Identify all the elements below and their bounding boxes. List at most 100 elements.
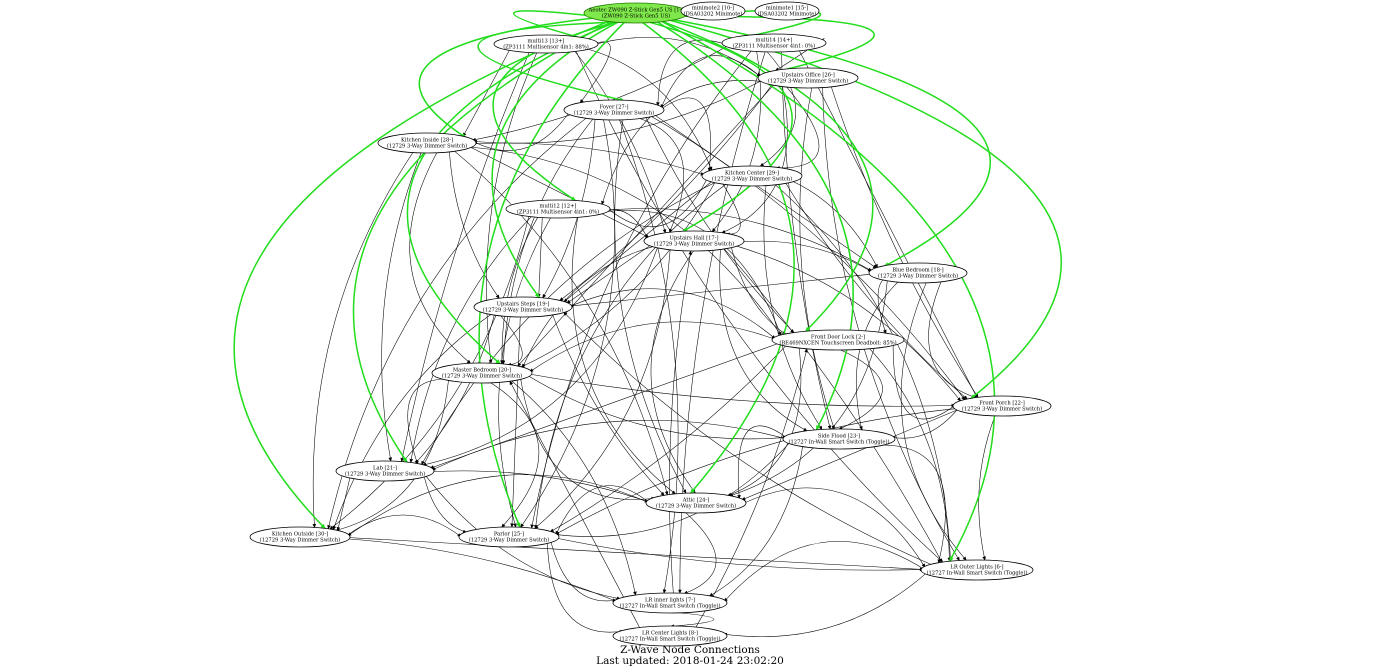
node-lro: LR Outer Lights [6-](12727 In-Wall Smart… bbox=[920, 559, 1034, 581]
node-label-fp-line2: (12729 3-Way Dimmer Switch) bbox=[962, 405, 1042, 412]
node-mb: Master Bedroom [20-](12729 3-Way Dimmer … bbox=[431, 362, 533, 384]
association-edge-kc-ups bbox=[563, 180, 714, 303]
node-ups: Upstairs Steps [19-](12729 3-Way Dimmer … bbox=[473, 296, 573, 318]
node-label-uph-line2: (12729 3-Way Dimmer Switch) bbox=[654, 240, 734, 247]
association-edge-attic-parlor bbox=[555, 485, 652, 536]
node-ellipse-mm1 bbox=[754, 1, 820, 21]
node-label-upo-line1: Upstairs Office [26-] bbox=[781, 72, 835, 78]
node-fdl: Front Door Lock [2-](BE469NXCEN Touchscr… bbox=[771, 329, 905, 351]
association-edge-kin-mb bbox=[409, 151, 472, 365]
association-edge-upo-mb bbox=[516, 83, 775, 367]
association-edge-ups-parlor bbox=[511, 315, 521, 528]
association-edge-uph-parlor bbox=[534, 248, 671, 530]
node-kin: Kitchen Inside [28-](12729 3-Way Dimmer … bbox=[377, 132, 477, 154]
arrowhead-m14-uph bbox=[711, 228, 716, 233]
node-label-sf-line1: Side Flood [23-] bbox=[818, 433, 860, 439]
arrowhead-kin-mb bbox=[466, 359, 471, 364]
association-edge-uph-mb bbox=[522, 245, 656, 369]
arrowhead-ups-ko bbox=[332, 525, 337, 531]
node-m13: multi13 [13+](ZP3111 Multisensor 4in1: 8… bbox=[493, 34, 599, 54]
association-edge-bb-ups bbox=[569, 273, 875, 307]
association-edge-fdl-sf bbox=[838, 348, 883, 430]
arrowhead-foyer-parlor bbox=[520, 523, 525, 528]
association-edge-uph-attic bbox=[650, 249, 696, 494]
association-edge-controller-ctrl-kin bbox=[418, 17, 597, 139]
association-edge-fdl-lro bbox=[868, 347, 950, 562]
node-ellipse-upo bbox=[757, 67, 859, 89]
arrowhead-foyer-lri bbox=[662, 589, 667, 594]
node-label-m13-line2: (ZP3111 Multisensor 4in1: 88%) bbox=[503, 43, 589, 50]
node-sf: Side Flood [23-](12727 In-Wall Smart Swi… bbox=[782, 428, 896, 450]
association-edge-kc-m12 bbox=[606, 177, 708, 228]
node-label-parlor-line2: (12729 3-Way Dimmer Switch) bbox=[469, 536, 549, 543]
association-edge-kc-uph bbox=[721, 182, 741, 235]
association-edge-m13-lab bbox=[401, 51, 530, 463]
node-label-foyer-line2: (12729 3-Way Dimmer Switch) bbox=[574, 109, 654, 116]
association-edge-foyer-attic bbox=[614, 118, 687, 494]
arrowhead-upo-lro bbox=[956, 556, 960, 561]
association-edge-foyer-kin bbox=[472, 111, 570, 151]
association-edge-mb-lri bbox=[510, 379, 636, 596]
association-edge-m13-uph bbox=[573, 50, 666, 234]
node-ellipse-ko bbox=[249, 526, 351, 548]
node-label-mm1-line1: minimote1 [15-] bbox=[766, 5, 808, 11]
node-ellipse-uph bbox=[643, 230, 745, 252]
association-edge-controller-ctrl-parlor bbox=[478, 21, 626, 529]
node-ellipse-fdl bbox=[771, 329, 905, 351]
association-edge-mb-fp bbox=[526, 373, 956, 407]
arrowhead-m14-sf bbox=[827, 425, 832, 430]
arrowhead-ctrl-parlor bbox=[516, 522, 521, 528]
association-edge-controller-ctrl-foyer bbox=[477, 21, 626, 102]
association-edge-parlor-lrc bbox=[547, 541, 624, 633]
node-label-lri-line2: (12727 In-Wall Smart Switch (Toggle)) bbox=[619, 602, 720, 609]
arrowhead-lrc-mb bbox=[509, 380, 514, 386]
association-edge-bb-lro bbox=[900, 281, 967, 561]
association-edge-foyer-ko bbox=[327, 117, 588, 530]
association-edge-uph-lab bbox=[422, 246, 659, 466]
node-label-attic-line2: (12729 3-Way Dimmer Switch) bbox=[656, 502, 736, 509]
node-label-m13-line1: multi13 [13+] bbox=[528, 38, 565, 44]
node-label-ko-line2: (12729 3-Way Dimmer Switch) bbox=[260, 536, 340, 543]
node-label-mm2-line1: minimote2 [10-] bbox=[692, 5, 734, 11]
association-edge-upo-foyer bbox=[660, 55, 764, 109]
node-ellipse-lrc bbox=[612, 625, 728, 647]
arrowhead-m12-ko bbox=[329, 525, 334, 530]
node-label-upo-line2: (12729 3-Way Dimmer Switch) bbox=[768, 77, 848, 84]
arrowhead-ctrl-lab bbox=[402, 457, 408, 463]
association-edge-upo-ups bbox=[559, 83, 774, 302]
arrowhead-bb-lro bbox=[962, 556, 967, 561]
node-label-mb-line1: Master Bedroom [20-] bbox=[453, 367, 511, 373]
last-updated-label: Last updated: 2018-01-24 23:02:20 bbox=[596, 655, 784, 667]
association-edge-mb-attic bbox=[520, 377, 656, 500]
node-label-ctrl-line1: Aeotec ZW090 Z-Stick Gen5 US [1-] bbox=[588, 7, 684, 13]
association-edge-ups-lab bbox=[414, 313, 495, 464]
association-edge-controller-ctrl-ups bbox=[491, 20, 620, 299]
arrowhead-m14-kc bbox=[759, 162, 765, 167]
association-edge-kc-fp bbox=[784, 181, 968, 400]
node-label-ups-line1: Upstairs Steps [19-] bbox=[497, 301, 550, 307]
association-edge-lri-uph bbox=[669, 250, 692, 595]
node-label-fdl-line1: Front Door Lock [2-] bbox=[811, 334, 865, 340]
arrowhead-ups-attic bbox=[660, 491, 665, 496]
arrowhead-m13-mb bbox=[488, 359, 493, 364]
arrowhead-m14-lri bbox=[678, 589, 682, 594]
association-edge-m12-ups bbox=[538, 216, 543, 299]
node-label-attic-line1: Attic [24-] bbox=[682, 497, 709, 503]
node-ellipse-sf bbox=[782, 428, 896, 450]
association-edge-uph-fdl bbox=[730, 246, 787, 335]
association-edge-uph-ups bbox=[566, 243, 653, 304]
association-edge-controller-ctrl-lab bbox=[352, 20, 614, 464]
arrowhead-lri-uph bbox=[688, 250, 692, 255]
association-edge-foyer-parlor bbox=[520, 118, 615, 528]
association-edge-lab-parlor bbox=[423, 475, 468, 533]
association-edge-lab-ko bbox=[337, 476, 351, 532]
node-label-m14-line2: (ZP3111 Multisensor 4in1: 0%) bbox=[733, 42, 815, 49]
node-label-ups-line2: (12729 3-Way Dimmer Switch) bbox=[483, 306, 563, 313]
arrowhead-m12-parlor bbox=[513, 523, 517, 528]
node-label-parlor-line1: Parlor [25-] bbox=[494, 531, 524, 537]
association-edge-attic-lro bbox=[739, 487, 926, 568]
node-upo: Upstairs Office [26-](12729 3-Way Dimmer… bbox=[757, 67, 859, 89]
association-edge-uph-sf bbox=[719, 248, 808, 432]
node-label-lro-line2: (12727 In-Wall Smart Switch (Toggle)) bbox=[926, 569, 1027, 576]
arrowhead-upo-ups bbox=[559, 297, 564, 301]
